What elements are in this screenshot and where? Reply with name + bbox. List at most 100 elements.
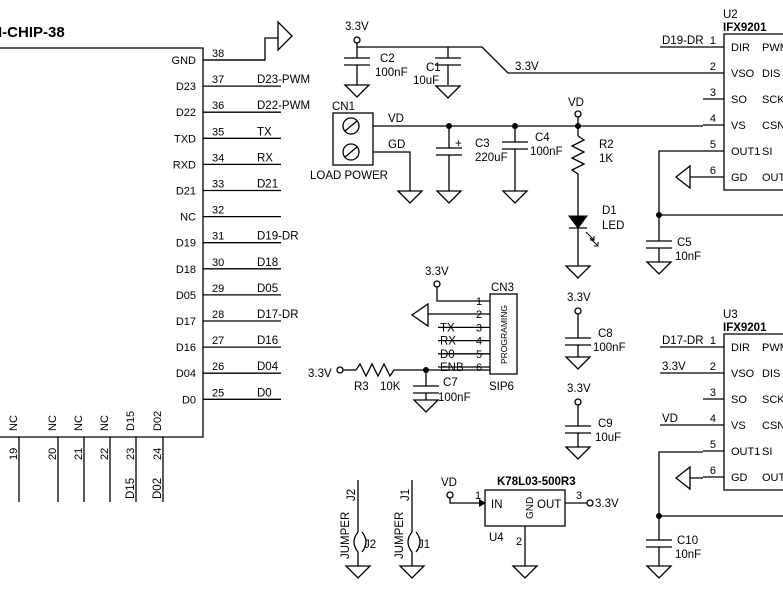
reg-pin1: 1: [475, 490, 481, 502]
pin-number: 6: [710, 465, 716, 477]
cn3-pin-3: 3TX: [438, 322, 490, 334]
net-label: TX: [440, 322, 455, 334]
net-label: D23-PWM: [257, 74, 310, 86]
capacitor-c4: C4 100nF: [501, 123, 563, 204]
driver-u2: U2 IFX9201 1DIRPWMD19-DR2VSODIS3SOSCK4VS…: [645, 9, 783, 275]
u3-ref: U3: [723, 309, 738, 321]
pin-name-right: DIS: [762, 68, 780, 80]
pin-number: 6: [476, 362, 482, 374]
net-label: D21: [257, 179, 278, 191]
pin-number: 35: [212, 126, 224, 138]
u2-pin-column: 1DIRPWMD19-DR2VSODIS3SOSCK4VSCSN5OUT1SI6…: [660, 35, 783, 184]
pin-name: NC: [180, 212, 196, 224]
c9-ref: C9: [598, 418, 613, 430]
d1-ref: D1: [602, 205, 617, 217]
power-input-section: 3.3V 3.3V C2 100nF C1 10uF CN1 LOAD POWE…: [310, 21, 703, 279]
capacitor-c2: C2 100nF: [343, 53, 408, 98]
u3-pin-1: 1DIRPWMD17-DR: [660, 335, 783, 354]
reg-ref: U4: [489, 532, 504, 544]
pin-name: GND: [172, 55, 197, 67]
pin-number: 29: [212, 283, 224, 295]
cn3-pin-2: 2: [476, 309, 482, 321]
resistor-r3: [355, 362, 490, 378]
capacitor-c3: + C3 220uF: [435, 123, 508, 204]
resistor-r2: [570, 135, 586, 216]
net-label: D22-PWM: [257, 100, 310, 112]
pin-name-left: SO: [731, 94, 747, 106]
c1-ref: C1: [426, 62, 441, 74]
pin-number: 4: [476, 336, 482, 348]
pin-name: D19: [176, 238, 196, 250]
pin-name-right: OUT2: [762, 172, 783, 184]
reg-in-label: IN: [491, 499, 503, 511]
j2-ref-rot: J2: [346, 489, 358, 501]
pin-name-right: SCK: [762, 394, 783, 406]
c8-value: 100nF: [593, 342, 626, 354]
ground-icon: [434, 85, 462, 99]
reg-gnd-label: GND: [525, 497, 536, 519]
cn3-pin-1: 1: [476, 296, 482, 308]
pin-number: 25: [212, 387, 224, 399]
pin-name-left: DIR: [731, 342, 750, 354]
led-indicator: VD R2 1K D1 LED: [564, 97, 624, 279]
pin-number: 5: [710, 139, 716, 151]
capacitor-c10: C10 10nF: [645, 516, 701, 579]
c4-ref: C4: [535, 132, 550, 144]
c8-source-label: 3.3V: [567, 292, 591, 304]
pin-name: NC: [73, 415, 85, 431]
net-label: D17-DR: [257, 309, 299, 321]
pin-name: D23: [176, 81, 196, 93]
pin-name-right: PWM: [762, 342, 783, 354]
pin-number: 31: [212, 231, 224, 243]
led-icon: [568, 215, 588, 229]
pin-name: D0: [182, 394, 196, 406]
cn3-3v3-label: 3.3V: [425, 266, 449, 278]
pin-number: 2: [710, 61, 716, 73]
net-label: D05: [257, 283, 278, 295]
capacitor-c5: C5 10nF: [645, 215, 701, 275]
j2-ref: J2: [364, 539, 376, 551]
net-label: D19-DR: [662, 35, 704, 47]
reg-pin3: 3: [576, 490, 582, 502]
u3-pin-3: 3SO SCK: [703, 387, 783, 406]
pin-number: 4: [710, 113, 716, 125]
pin-number: 33: [212, 179, 224, 191]
driver-u3: U3 IFX9201 1DIRPWMD17-DR2VSODIS3.3V3SOSC…: [645, 309, 783, 579]
ground-flag-icon: [410, 302, 490, 328]
pin-number: 34: [212, 152, 224, 164]
ground-icon: [511, 565, 539, 579]
pin-name-left: OUT1: [731, 446, 760, 458]
u2-vso-net-label: 3.3V: [515, 61, 539, 73]
jumper-j2: J2 JUMPER J2: [340, 480, 376, 579]
connector-cn1: CN1 LOAD POWER VD GD: [310, 101, 703, 204]
pin-name-left: SO: [731, 394, 747, 406]
pin-number: 2: [476, 309, 482, 321]
c7-value: 100nF: [438, 392, 471, 404]
c5-value: 10nF: [675, 251, 701, 263]
pin-name: D17: [176, 316, 196, 328]
u2-pin-1: 1DIRPWMD19-DR: [660, 35, 783, 54]
net-label: D15: [125, 478, 137, 499]
ground-icon: [412, 399, 440, 413]
pin-number: 3: [710, 87, 716, 99]
d1-value: LED: [602, 220, 624, 232]
c4-value: 100nF: [530, 146, 563, 158]
ground-icon: [396, 190, 424, 204]
pin-name-right: SI: [762, 146, 772, 158]
c2-ref: C2: [380, 53, 395, 65]
pin-number: 3: [710, 387, 716, 399]
u2-ref: U2: [723, 9, 738, 21]
